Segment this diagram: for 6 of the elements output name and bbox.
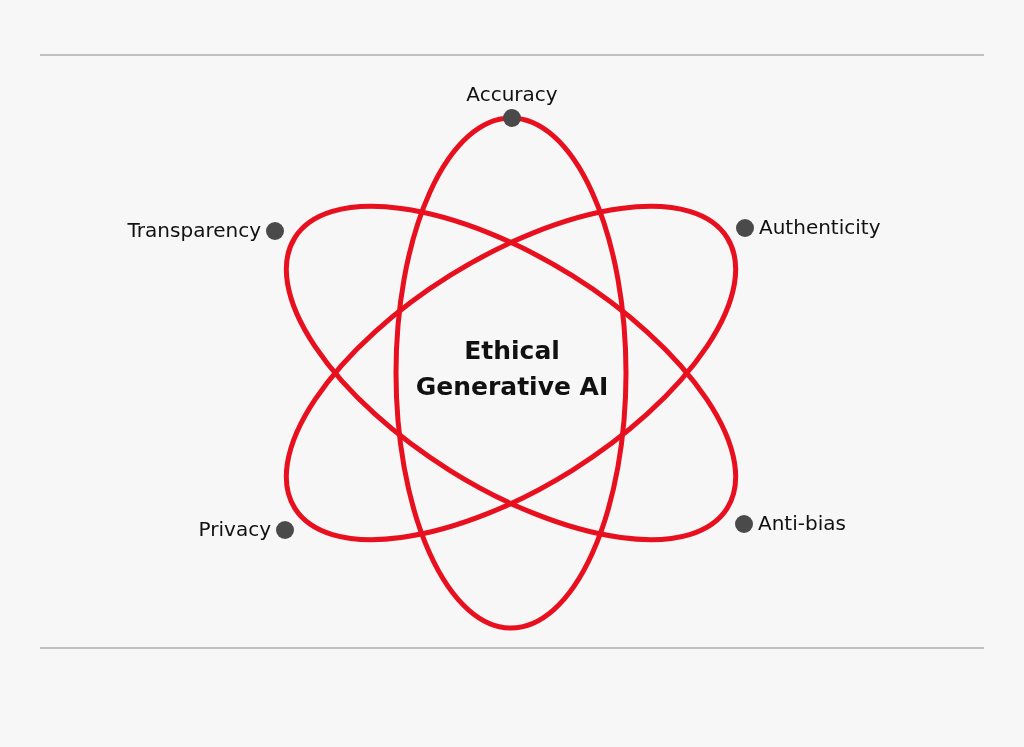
node-label: Privacy — [198, 517, 271, 541]
node-label: Transparency — [127, 218, 261, 242]
node-label: Anti-bias — [758, 511, 846, 535]
node-label: Authenticity — [759, 215, 881, 239]
node-label: Accuracy — [466, 82, 558, 106]
center-title: Ethical Generative AI — [414, 335, 610, 404]
